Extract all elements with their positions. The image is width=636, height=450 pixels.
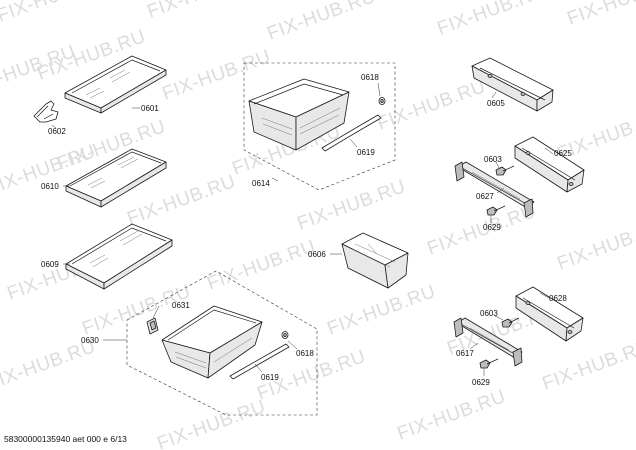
group-outline-0614 xyxy=(243,62,396,191)
document-code: 58300000135940 aet 000 e 6/13 xyxy=(4,434,127,444)
rod-0619-bottom xyxy=(229,343,290,380)
watermark: FIX-HUB.RU xyxy=(160,46,274,105)
clip-0618-bottom xyxy=(281,331,289,339)
watermark: FIX-HUB.RU xyxy=(565,0,636,30)
part-label-0630: 0630 xyxy=(81,336,99,345)
watermark: FIX-HUB.RU xyxy=(155,396,269,450)
slide-rail-0627 xyxy=(454,161,535,218)
watermark: FIX-HUB.RU xyxy=(295,176,409,235)
watermark: FIX-HUB.RU xyxy=(0,0,109,27)
part-label-0618-top: 0618 xyxy=(361,73,379,82)
watermark: FIX-HUB.RU xyxy=(205,236,319,295)
screw-0603-bottom xyxy=(501,317,520,328)
watermark: FIX-HUB.RU xyxy=(325,281,439,340)
part-label-0614: 0614 xyxy=(252,179,270,188)
part-label-0627: 0627 xyxy=(476,192,494,201)
rod-0619-top xyxy=(321,114,382,152)
part-label-0603-bottom: 0603 xyxy=(480,309,498,318)
part-label-0610: 0610 xyxy=(41,182,59,191)
crisper-drawer-0614 xyxy=(248,78,350,151)
watermark: FIX-HUB.RU xyxy=(265,0,379,45)
clip-0631 xyxy=(146,317,159,335)
part-label-0606: 0606 xyxy=(308,250,326,259)
watermark: FIX-HUB.RU xyxy=(375,76,489,135)
part-label-0617: 0617 xyxy=(456,349,474,358)
shelf-bracket-0602 xyxy=(33,100,59,123)
part-label-0628: 0628 xyxy=(549,294,567,303)
part-label-0619-bottom: 0619 xyxy=(261,373,279,382)
screw-0629-bottom xyxy=(479,358,499,369)
watermark: FIX-HUB.RU xyxy=(425,201,539,260)
watermark: FIX-HUB.RU xyxy=(145,0,259,23)
slide-housing-0625 xyxy=(514,136,585,193)
slide-housing-0628 xyxy=(515,286,584,342)
part-label-0602: 0602 xyxy=(48,127,66,136)
part-label-0605: 0605 xyxy=(487,99,505,108)
part-label-0601: 0601 xyxy=(141,104,159,113)
part-label-0609: 0609 xyxy=(41,260,59,269)
clip-0618-top xyxy=(378,97,386,105)
rail-cover-0605 xyxy=(471,57,554,112)
watermark: FIX-HUB.RU xyxy=(395,386,509,445)
group-outline-0630 xyxy=(126,270,318,416)
slide-rail-0617 xyxy=(453,317,523,367)
storage-bin-0606 xyxy=(341,232,409,289)
part-label-0631: 0631 xyxy=(172,301,190,310)
watermark: FIX-HUB.RU xyxy=(540,336,636,395)
part-label-0625: 0625 xyxy=(554,149,572,158)
glass-shelf-0601 xyxy=(64,55,167,114)
part-label-0618-bottom: 0618 xyxy=(296,349,314,358)
glass-shelf-0610 xyxy=(65,148,167,208)
part-label-0629-top: 0629 xyxy=(483,223,501,232)
glass-shelf-0609 xyxy=(65,223,173,290)
watermark: FIX-HUB.RU xyxy=(555,216,636,275)
part-label-0619-top: 0619 xyxy=(357,148,375,157)
part-label-0629-bottom: 0629 xyxy=(472,378,490,387)
watermark: FIX-HUB.RU xyxy=(435,0,549,40)
screw-0603-top xyxy=(495,165,515,176)
screw-0629-top xyxy=(486,205,506,216)
part-label-0603-top: 0603 xyxy=(484,155,502,164)
drawer-0630 xyxy=(161,305,263,379)
